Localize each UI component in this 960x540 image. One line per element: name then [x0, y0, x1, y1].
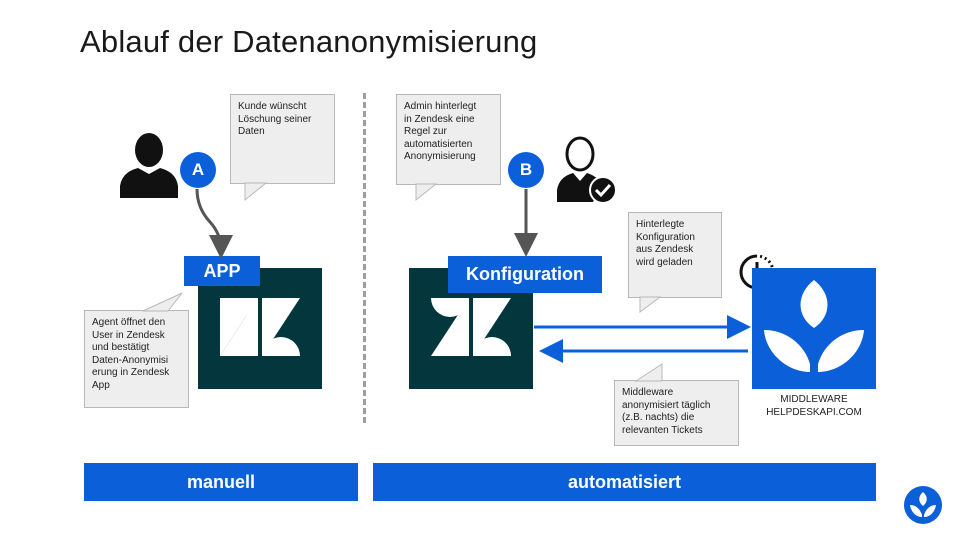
- section-bar-manual: manuell: [84, 463, 358, 501]
- callout-admin-rule: Admin hinterlegt in Zendesk eine Regel z…: [396, 94, 501, 185]
- user-icon: [120, 133, 178, 198]
- callout-middleware-anonymizes: Middleware anonymisiert täglich (z.B. na…: [614, 380, 739, 446]
- zendesk-logo: [431, 298, 511, 356]
- middleware-tile: [752, 268, 876, 389]
- zendesk-logo: [220, 298, 300, 356]
- section-bar-automated: automatisiert: [373, 463, 876, 501]
- middleware-caption: MIDDLEWARE HELPDESKAPI.COM: [766, 394, 862, 418]
- callout-agent-action: Agent öffnet den User in Zendesk und bes…: [84, 310, 189, 408]
- helpdeskapi-logo: [764, 280, 864, 372]
- section-divider: [363, 93, 366, 423]
- configuration-label: Konfiguration: [448, 256, 602, 293]
- callout-config-loaded: Hinterlegte Konfiguration aus Zendesk wi…: [628, 212, 722, 298]
- app-label: APP: [184, 256, 260, 286]
- zendesk-tile-app: [198, 268, 322, 389]
- page-title: Ablauf der Datenanonymisierung: [80, 24, 538, 59]
- callout-customer-request: Kunde wünscht Löschung seiner Daten: [230, 94, 335, 184]
- helpdeskapi-logo: [904, 486, 942, 524]
- connector-a-to-app: [195, 188, 233, 259]
- step-badge-b: B: [508, 152, 544, 188]
- admin-check-icon: [557, 136, 617, 204]
- step-badge-a: A: [180, 152, 216, 188]
